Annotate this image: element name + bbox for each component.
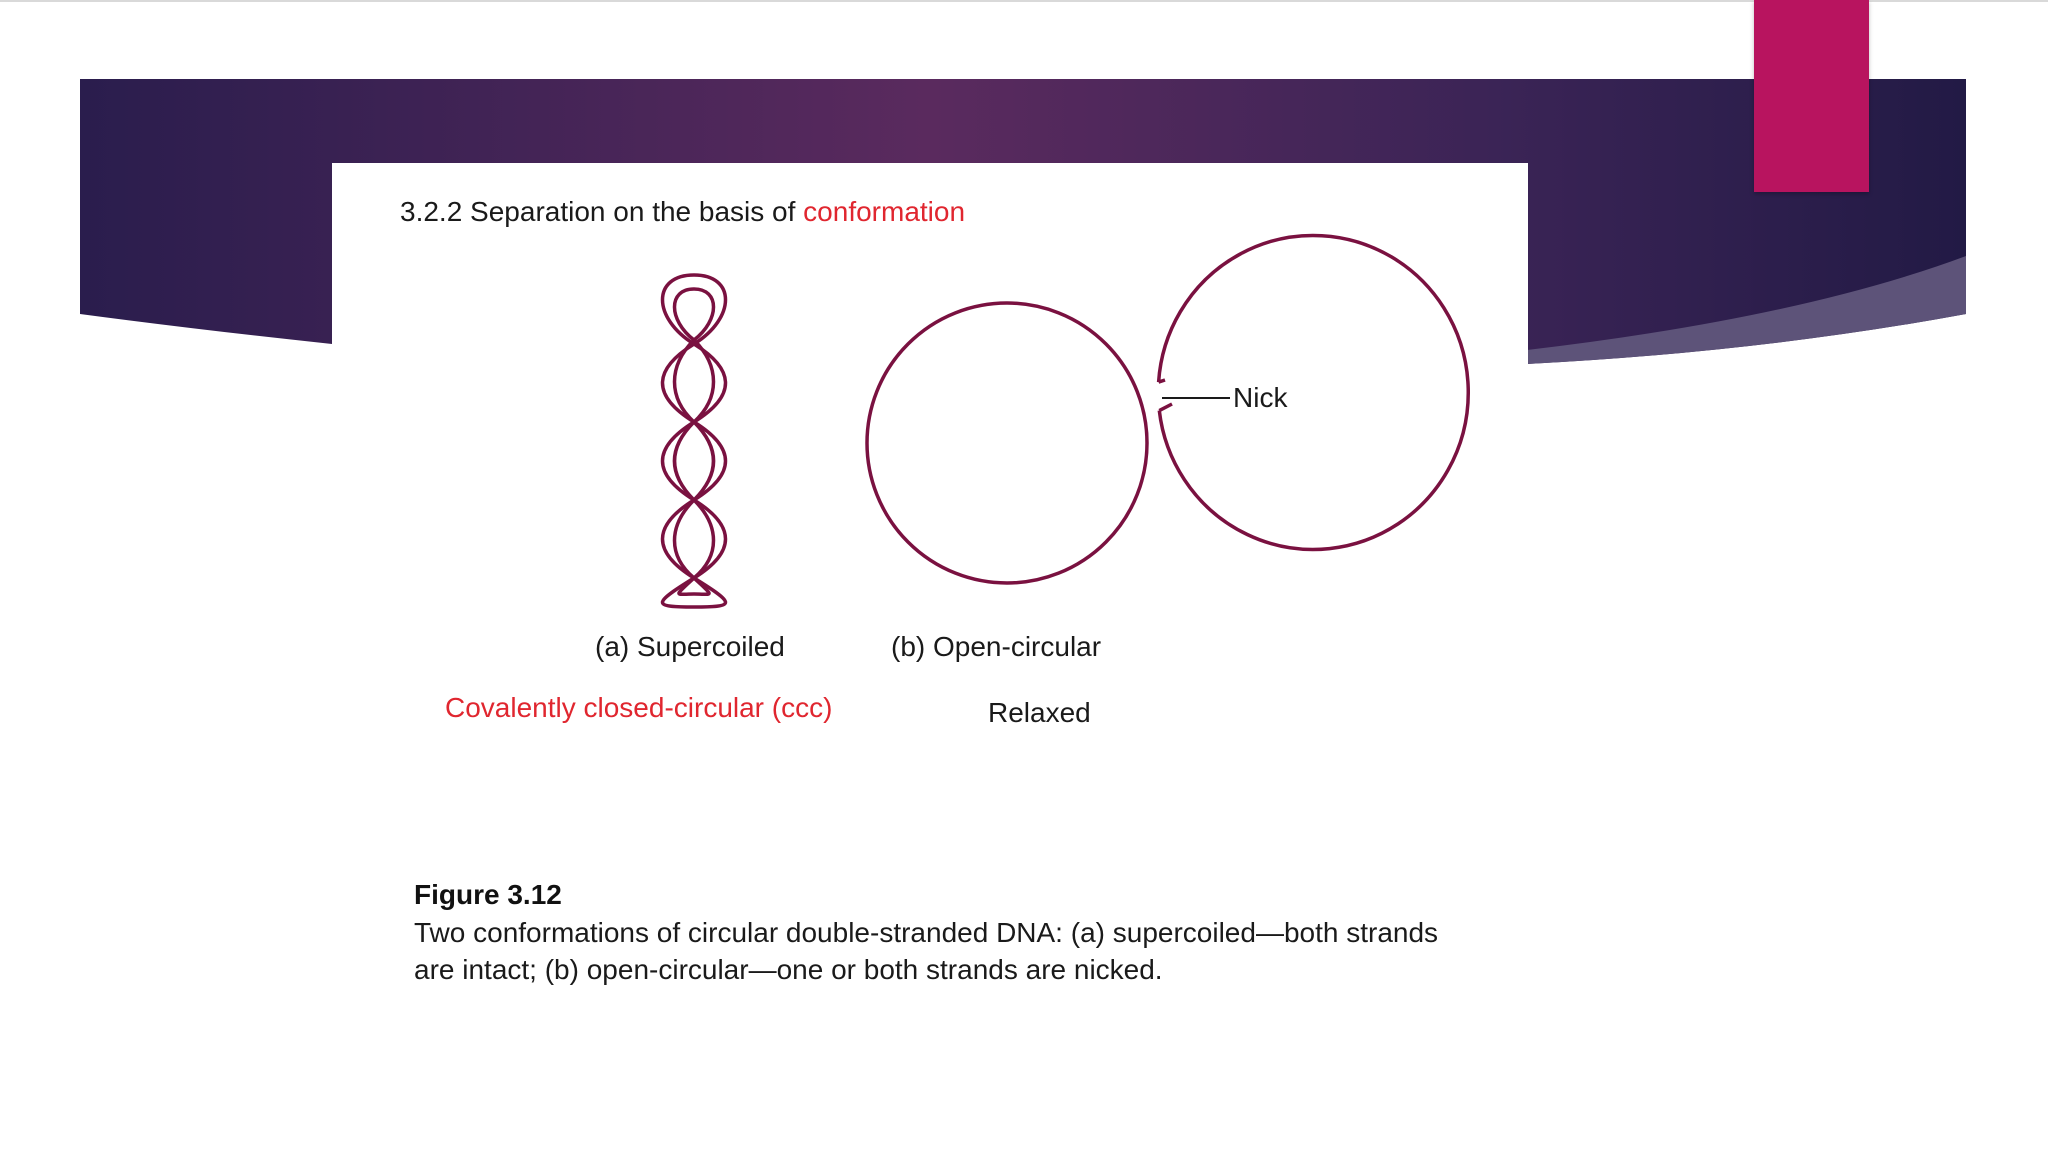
banner-highlight	[1527, 256, 1966, 364]
nick-label: Nick	[1233, 382, 1288, 413]
ccc-label: Covalently closed-circular (ccc)	[445, 692, 833, 723]
heading-text: 3.2.2 Separation on the basis of	[400, 196, 804, 227]
top-border	[0, 0, 2048, 2]
open-circular-label: (b) Open-circular	[891, 631, 1102, 662]
figure-title: Figure 3.12	[414, 879, 562, 910]
supercoiled-dna-icon	[660, 273, 728, 609]
heading-highlight: conformation	[803, 196, 966, 227]
supercoiled-label: (a) Supercoiled	[595, 631, 785, 662]
relaxed-label: Relaxed	[988, 697, 1091, 728]
open-circular-dna-icon	[865, 233, 1470, 585]
figure-caption: Two conformations of circular double-str…	[414, 917, 1439, 985]
accent-tab	[1754, 0, 1869, 192]
content-card	[332, 163, 1528, 983]
slide-heading: 3.2.2 Separation on the basis of conform…	[400, 196, 965, 228]
